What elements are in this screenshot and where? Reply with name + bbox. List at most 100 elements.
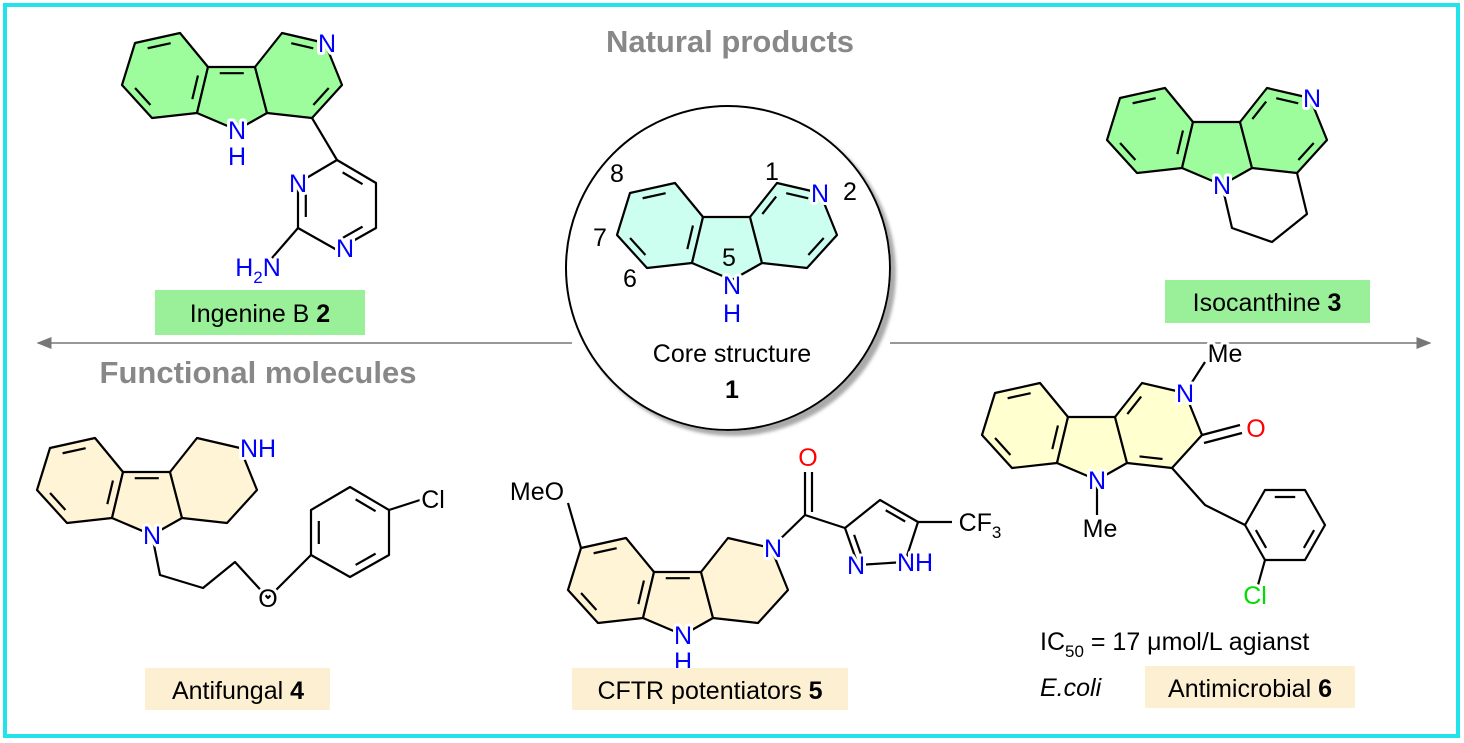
double-bond: [1302, 529, 1316, 549]
compound-label: Isocanthine 3: [1193, 289, 1342, 317]
atom-cl: Cl: [1243, 582, 1267, 610]
atom-n-pyridone: N: [1176, 380, 1194, 408]
n-methyl-bond: [1184, 361, 1206, 394]
atom-n-piperidine: N: [764, 535, 782, 563]
pyrrole-ring: [641, 570, 715, 637]
label-bg: [1145, 666, 1355, 708]
outer-frame: [3, 3, 1460, 738]
organism-text: E.coli: [1040, 674, 1103, 702]
atom-n-indole: N: [1213, 172, 1231, 200]
double-bond: [49, 492, 67, 511]
saturated-ring: [1220, 172, 1309, 244]
core-number: 1: [725, 376, 739, 404]
bond: [388, 498, 421, 512]
atom-o: O: [798, 444, 817, 472]
atom-meo: MeO: [510, 478, 564, 506]
activity-text: IC50 = 17 μmol/L agianst: [1040, 628, 1309, 661]
double-bond: [686, 225, 695, 250]
benzene-ring: [35, 436, 125, 525]
atom-methyl: Me: [1083, 515, 1118, 543]
double-bond: [191, 75, 200, 100]
pyrrole-ring: [110, 470, 184, 537]
double-bond: [637, 580, 646, 605]
double-bond: [1126, 395, 1143, 415]
label-bg: [572, 668, 848, 710]
atom-n-pyridine: N: [318, 30, 336, 58]
double-bond: [134, 87, 152, 106]
pyrrole-ring: [1180, 120, 1254, 187]
atom-cf3: CF3: [959, 509, 1002, 542]
double-bond: [106, 480, 115, 505]
isocanthine-3: N N Isocanthine 3: [1105, 82, 1370, 323]
carbonyl-bond: [1201, 423, 1241, 437]
atom-n-indole: N: [1088, 467, 1106, 495]
double-bond: [785, 192, 809, 200]
antifungal-4: NH N O Cl Antifungal 4: [35, 432, 448, 710]
section-title-functional-molecules: Functional molecules: [100, 355, 417, 390]
double-bond: [290, 42, 314, 50]
section-title-natural-products: Natural products: [606, 24, 854, 59]
atom-n1: N: [336, 235, 354, 263]
double-bond: [62, 447, 86, 455]
atom-nh2: H2N: [235, 254, 281, 287]
benzene-ring: [566, 536, 656, 625]
pyrazole-ring: [843, 498, 920, 567]
atom-cl: Cl: [421, 486, 445, 514]
double-bond: [642, 192, 666, 200]
atom-o: O: [258, 585, 277, 613]
position-label-8: 8: [610, 160, 624, 188]
benzene-ring: [980, 381, 1070, 470]
label-bg: [155, 290, 365, 335]
atom-n3: N: [289, 170, 307, 198]
compound-label: CFTR potentiators 5: [597, 677, 822, 705]
atom-nh: NH: [897, 549, 933, 577]
atom-n-indole: N: [228, 117, 246, 145]
double-bond: [1139, 455, 1163, 461]
piperidine-ring: [699, 536, 790, 625]
benzyl-bond: [1171, 467, 1246, 526]
double-bond: [629, 237, 647, 256]
atom-methyl: Me: [1208, 340, 1243, 368]
carbonyl-bond-2: [1203, 431, 1243, 445]
position-label-5: 5: [722, 244, 736, 272]
core-structure-1: 8 1 2 7 6 5 N N H Core structure 1: [565, 105, 891, 431]
pyrrole-ring: [195, 65, 269, 132]
position-label-2: 2: [843, 178, 857, 206]
double-bond: [1254, 529, 1268, 549]
bond: [1256, 559, 1267, 586]
double-bond: [147, 42, 171, 50]
bond: [271, 227, 299, 259]
double-bond: [853, 534, 862, 555]
atom-n-indole: N: [674, 622, 692, 650]
core-caption: Core structure: [653, 340, 811, 368]
double-bond: [312, 87, 330, 106]
compound-label: Antimicrobial 6: [1168, 675, 1332, 703]
atom-n-indole: N: [723, 272, 741, 300]
double-bond: [342, 225, 364, 239]
benzene-ring: [120, 31, 210, 120]
double-bond: [1297, 142, 1315, 161]
atom-n-pyridine: N: [1303, 85, 1321, 113]
pyrrole-ring: [1055, 415, 1129, 482]
compound-label: Ingenine B 2: [190, 300, 330, 328]
antimicrobial-6: N Me O N Me Cl IC50 = 17 μmol/L agianst …: [980, 337, 1355, 708]
label-bg: [145, 668, 330, 710]
atom-n2: N: [847, 552, 865, 580]
double-bond: [1007, 392, 1031, 400]
ingenine-b-2: N N H N N H2N Ingenine B 2: [120, 27, 378, 335]
position-label-1: 1: [765, 158, 779, 186]
methoxy-bond: [566, 502, 583, 549]
double-bond: [761, 195, 778, 215]
chlorophenyl-ring: [309, 485, 391, 579]
pyrrole-ring: [690, 215, 764, 282]
double-bond: [1132, 97, 1156, 105]
double-bond: [1251, 100, 1268, 120]
chlorophenyl-ring: [1243, 488, 1327, 562]
double-bond: [994, 437, 1012, 456]
piperidine-ring: [168, 436, 259, 525]
atom-n-pyridine: N: [811, 180, 829, 208]
propyl-linker: [150, 534, 312, 600]
position-label-6: 6: [623, 265, 637, 293]
double-bond: [885, 509, 906, 523]
double-bond: [1119, 142, 1137, 161]
